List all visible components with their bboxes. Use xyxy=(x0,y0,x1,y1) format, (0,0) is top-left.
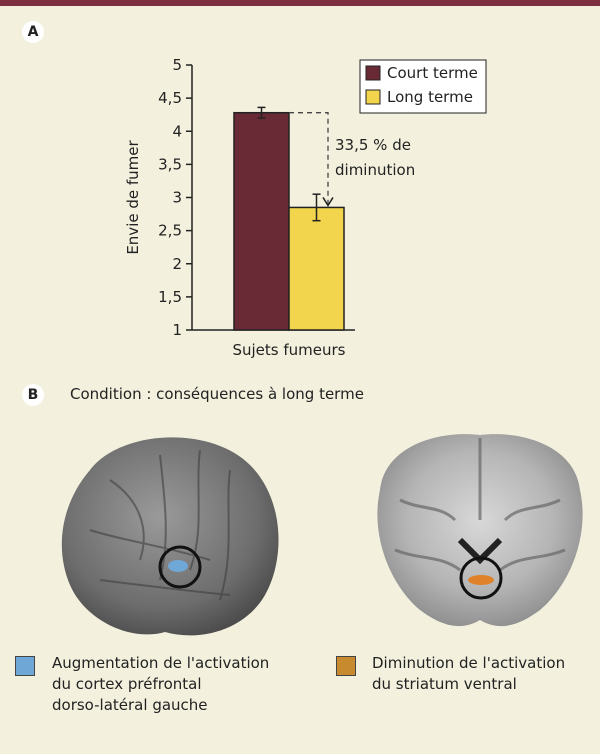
legend-swatch-orange xyxy=(336,656,356,676)
y-tick-label: 2,5 xyxy=(158,222,182,240)
y-tick-label: 4 xyxy=(172,122,182,140)
chart-bars xyxy=(233,106,345,331)
y-tick-label: 2 xyxy=(172,255,182,273)
y-axis-label: Envie de fumer xyxy=(124,140,142,255)
legend-swatch-blue xyxy=(15,656,35,676)
bar-long-terme xyxy=(288,206,345,331)
y-tick-label: 3,5 xyxy=(158,155,182,173)
annotation-arrow-line xyxy=(289,112,329,204)
legend-text-dlpfc: Augmentation de l'activation du cortex p… xyxy=(52,654,270,714)
brain-images xyxy=(61,434,583,636)
legend-text-striatum: Diminution de l'activation du striatum v… xyxy=(372,654,566,693)
top-accent-bar xyxy=(0,0,600,6)
legend-box xyxy=(359,59,487,114)
chart-annotation: 33,5 % de diminution xyxy=(289,112,415,207)
annotation-arrow-head xyxy=(322,197,334,207)
legend-swatch xyxy=(365,65,381,81)
lateral-brain-view xyxy=(61,437,279,636)
annotation-text-line1: 33,5 % de xyxy=(335,136,411,154)
legend-label: Long terme xyxy=(387,88,473,106)
panel-b-label: B xyxy=(22,384,44,406)
y-tick-label: 5 xyxy=(172,56,182,74)
y-tick-label: 1 xyxy=(172,321,182,339)
y-tick-label: 3 xyxy=(172,189,182,207)
annotation-text-line2: diminution xyxy=(335,161,415,179)
y-tick-label: 4,5 xyxy=(158,89,182,107)
bar-court-terme xyxy=(233,111,290,331)
y-tick-label: 1,5 xyxy=(158,288,182,306)
panel-a-label: A xyxy=(22,21,44,43)
condition-caption: Condition : conséquences à long terme xyxy=(70,385,364,403)
legend-swatch xyxy=(365,89,381,105)
legend-label: Court terme xyxy=(387,64,478,82)
coronal-brain-view xyxy=(377,434,583,627)
x-category-label: Sujets fumeurs xyxy=(232,341,345,359)
